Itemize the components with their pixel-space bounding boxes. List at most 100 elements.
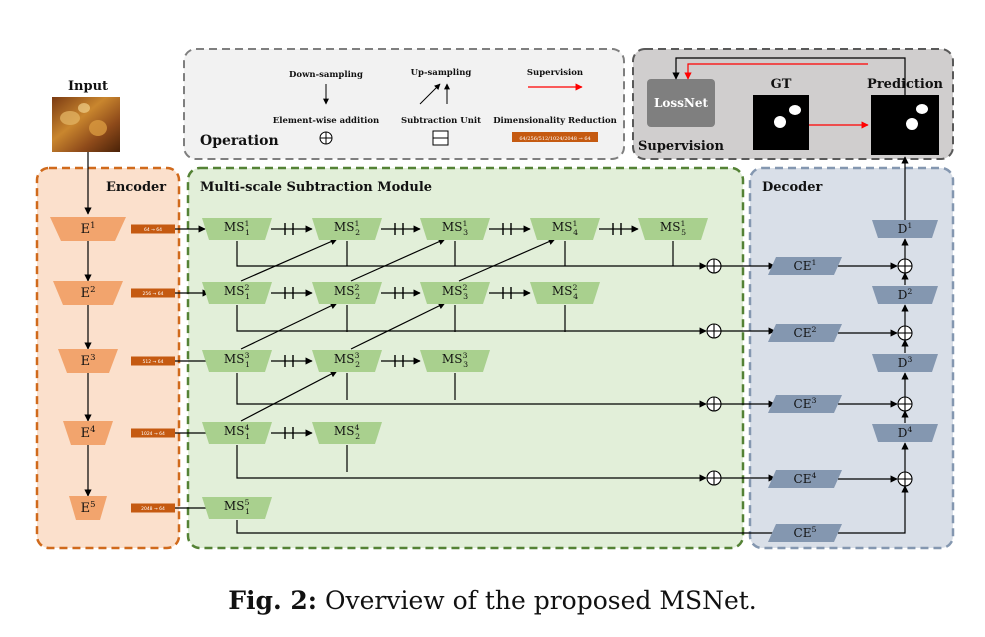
subtraction-unit-icon (394, 223, 404, 235)
msm-diagonal-arrow (350, 238, 446, 282)
dimred-chip (131, 288, 175, 298)
elementwise-add-4 (706, 470, 722, 486)
ms-block-4-2 (312, 422, 382, 444)
up-arrow-icon (419, 83, 441, 105)
ms-block-4-1 (202, 422, 272, 444)
encoder-label-E3: E3 (81, 352, 96, 369)
decoder-label-D1: D1 (898, 221, 913, 236)
elementwise-add-3 (706, 396, 722, 412)
caption-prefix: Fig. 2: (228, 586, 318, 615)
ce-label-2: CE2 (794, 325, 817, 340)
ce5-to-add-arrow (838, 485, 909, 534)
figure-caption: Fig. 2: Overview of the proposed MSNet. (0, 586, 985, 615)
input-image (52, 97, 120, 152)
msm-diagonal-arrow (240, 302, 338, 350)
dimred-chip-text: 2048 → 64 (141, 506, 165, 512)
ms-block-2-2 (312, 282, 382, 304)
subtraction-unit-icon (502, 287, 512, 299)
msm-merge-line (236, 520, 791, 537)
dimred-chip-text: 256 → 64 (143, 291, 164, 297)
ms-block-1-1 (202, 218, 272, 240)
elementwise-add-2 (706, 323, 722, 339)
lossnet-box (647, 79, 715, 127)
subtraction-unit-icon (284, 287, 294, 299)
connection-lines (84, 156, 909, 537)
decoder-label-D3: D3 (898, 355, 913, 370)
legend-supervision: Supervision (527, 68, 583, 78)
ce-label-3: CE3 (794, 396, 817, 411)
operation-legend: Down-sampling Up-sampling Supervision El… (200, 68, 617, 149)
dimred-chip (131, 503, 175, 513)
dimred-chip-icon (512, 132, 598, 142)
encoder-block-E4 (63, 421, 113, 445)
legend-subtraction: Subtraction Unit (401, 116, 481, 126)
ms-block-3-3 (420, 350, 490, 372)
operation-title: Operation (200, 133, 279, 149)
decoder-add-3 (897, 396, 913, 412)
msm-merge-line (236, 445, 707, 482)
prediction-to-lossnet-arrow (672, 57, 906, 95)
encoder-label-E1: E1 (81, 220, 96, 237)
decoder-add-2 (897, 325, 913, 341)
decoder-block-D4 (872, 424, 938, 442)
ce-block-5 (768, 524, 842, 542)
gt-label: GT (771, 77, 792, 92)
decoder-add-1 (897, 258, 913, 274)
msnet-diagram: Encoder Multi-scale Subtraction Module D… (35, 48, 955, 550)
ms-block-1-3 (420, 218, 490, 240)
ms-block-3-1 (202, 350, 272, 372)
encoder-title: Encoder (106, 180, 166, 195)
subtraction-unit-icon (284, 427, 294, 439)
supervision-to-lossnet-arrow (684, 63, 868, 80)
decoder-title: Decoder (762, 180, 822, 195)
ce-block-4 (768, 470, 842, 488)
msm-merge-line (236, 241, 707, 270)
decoder-add-4 (897, 471, 913, 487)
ce-block-3 (768, 395, 842, 413)
plus-circle-icon (319, 131, 333, 145)
subtraction-unit-icon (502, 223, 512, 235)
subtraction-unit-icon (394, 287, 404, 299)
msm-diagonal-arrow (458, 238, 556, 282)
msm-title: Multi-scale Subtraction Module (200, 180, 432, 195)
caption-text: Overview of the proposed MSNet. (317, 586, 757, 615)
dimred-chip-text: 64 → 64 (144, 227, 162, 233)
legend-downsampling: Down-sampling (289, 70, 363, 80)
legend-upsampling: Up-sampling (411, 68, 472, 78)
ce-block-2 (768, 324, 842, 342)
msm-diagonal-arrow (240, 370, 338, 422)
subtraction-unit-icon (394, 355, 404, 367)
decoder-block-D3 (872, 354, 938, 372)
lossnet-label: LossNet (654, 96, 709, 110)
ms-block-3-2 (312, 350, 382, 372)
ms-block-1-2 (312, 218, 382, 240)
msm-diagonal-arrow (350, 302, 446, 350)
ms-block-1-4 (530, 218, 600, 240)
ms-block-1-5 (638, 218, 708, 240)
encoder-block-E5 (69, 496, 107, 520)
msm-merge-line (236, 373, 707, 408)
msm-merge-line (236, 305, 707, 335)
input-label: Input (68, 79, 108, 94)
ms-block-2-3 (420, 282, 490, 304)
dimred-chip-text: 64/256/512/1024/2048 → 64 (519, 136, 590, 142)
encoder-block-E2 (53, 281, 123, 305)
decoder-label-D2: D2 (898, 287, 913, 302)
gt-mask-image (753, 95, 809, 150)
dimred-chip (131, 224, 175, 234)
prediction-mask-image (871, 95, 939, 155)
ms-block-5-1 (202, 497, 272, 519)
encoder-label-E5: E5 (81, 499, 96, 516)
elementwise-add-1 (706, 258, 722, 274)
